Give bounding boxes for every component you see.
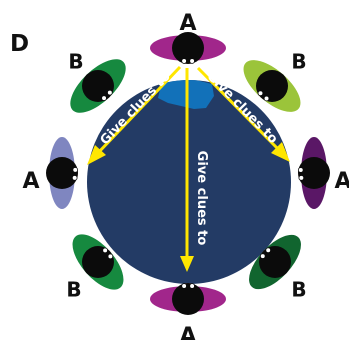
seat-label: B (291, 278, 306, 302)
panel-label: D (10, 31, 29, 57)
person-head (172, 283, 204, 315)
svg-text:Give clues to: Give clues to (194, 151, 209, 246)
seat-label: B (68, 50, 83, 74)
seat-label: B (291, 50, 306, 74)
person-head (298, 157, 330, 189)
table (87, 80, 291, 284)
person-eye (181, 58, 187, 64)
person-head (256, 70, 288, 102)
seat (297, 137, 330, 209)
person-head (259, 246, 291, 278)
seats (46, 32, 330, 315)
seat (150, 32, 226, 64)
person-eye (189, 58, 195, 64)
seat (46, 137, 79, 209)
clue-arrow-down: Give clues to (180, 68, 209, 272)
person-eye (297, 167, 304, 173)
clue-text-down: Give clues to (194, 151, 209, 246)
seat (72, 234, 124, 290)
person-eye (101, 95, 107, 101)
person-eye (265, 247, 272, 254)
seat (249, 234, 301, 290)
person-head (82, 70, 114, 102)
person-head (82, 246, 114, 278)
seat-label: A (334, 169, 349, 194)
person-eye (263, 95, 270, 102)
seat-label: A (22, 169, 39, 194)
person-eye (259, 253, 266, 259)
person-head (172, 32, 204, 64)
seat-label: A (179, 11, 196, 36)
person-head (46, 157, 78, 189)
seat (70, 59, 126, 113)
person-eye (189, 283, 195, 289)
seat (150, 283, 226, 315)
seat-label: A (179, 324, 196, 340)
person-eye (102, 247, 108, 254)
round-table (87, 80, 291, 284)
person-eye (72, 167, 79, 173)
person-eye (257, 90, 264, 97)
person-eye (107, 253, 114, 260)
person-eye (107, 89, 113, 96)
person-eye (181, 283, 187, 289)
person-eye (71, 175, 78, 181)
person-eye (298, 175, 305, 181)
seat-labels: A B A B A B A B (22, 11, 349, 340)
seat-label: B (66, 278, 81, 302)
seat (243, 60, 301, 112)
